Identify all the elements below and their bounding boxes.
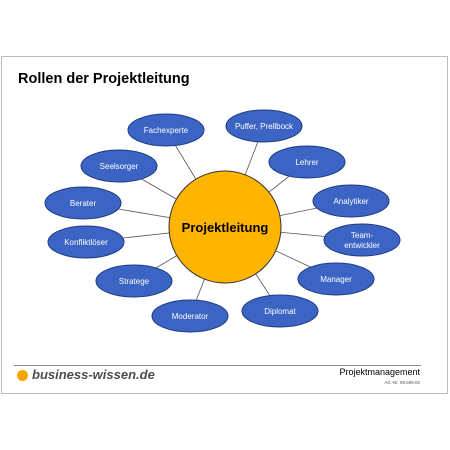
role-label: Stratege [119, 277, 150, 286]
role-label: Seelsorger [100, 162, 139, 171]
role-node: Seelsorger [80, 149, 158, 183]
role-node: Konfliktlöser [47, 225, 125, 259]
role-ellipse [323, 223, 401, 257]
role-ellipse [127, 113, 205, 147]
role-node: Fachexperte [127, 113, 205, 147]
article-number: Art.-Nr. 99.599.00 [384, 380, 420, 385]
role-ellipse [241, 294, 319, 328]
logo-dot-icon [17, 370, 28, 381]
role-node: Manager [297, 262, 375, 296]
role-label: Lehrer [295, 158, 318, 167]
role-node: Analytiker [312, 184, 390, 218]
page-title: Rollen der Projektleitung [18, 71, 190, 87]
role-ellipse [297, 262, 375, 296]
role-ellipse [151, 299, 229, 333]
role-ellipse [312, 184, 390, 218]
role-ellipse [95, 264, 173, 298]
role-label: Moderator [172, 312, 209, 321]
role-nodes: Fachexperte Puffer, PrellbockLehrerAnalyt… [44, 109, 401, 333]
role-ellipse [225, 109, 303, 143]
role-label: Team- [351, 231, 374, 240]
role-label: Fachexperte [144, 126, 189, 135]
role-label: Berater [70, 199, 97, 208]
role-label: Diplomat [264, 307, 296, 316]
center-circle [168, 170, 282, 284]
role-label: Analytiker [333, 197, 368, 206]
role-node: Stratege [95, 264, 173, 298]
role-node: Berater [44, 186, 122, 220]
role-node: Diplomat [241, 294, 319, 328]
center-label: Projektleitung [182, 220, 269, 235]
role-label: entwickler [344, 241, 380, 250]
role-ellipse [268, 145, 346, 179]
role-label: Manager [320, 275, 352, 284]
role-node: Team-entwickler [323, 223, 401, 257]
role-node: Moderator [151, 299, 229, 333]
footer-label: Projektmanagement [339, 367, 420, 377]
role-node: Puffer, Prellbock [225, 109, 303, 143]
role-ellipse [80, 149, 158, 183]
role-ellipse [47, 225, 125, 259]
role-ellipse [44, 186, 122, 220]
brand-logo: business-wissen.de [32, 367, 155, 382]
role-node: Lehrer [268, 145, 346, 179]
center-node: Projektleitung [168, 170, 282, 284]
role-label: Puffer, Prellbock [235, 122, 294, 131]
role-label: Konfliktlöser [64, 238, 108, 247]
footer-divider [14, 365, 421, 366]
